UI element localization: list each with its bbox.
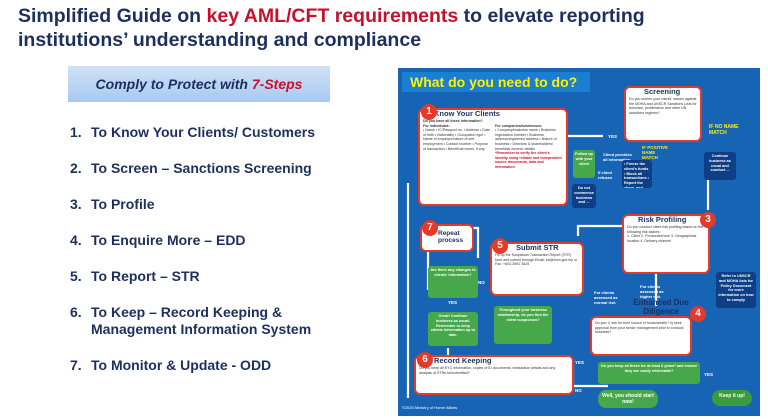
step-text: To Enquire More – EDD bbox=[91, 232, 246, 248]
step-number: 4. bbox=[70, 232, 82, 248]
risk-question: Do you conduct client risk profiling bas… bbox=[627, 225, 704, 234]
six-years-box: Do you keep all these for at least 6 yea… bbox=[598, 362, 700, 384]
yes-label: YES bbox=[448, 300, 458, 305]
client-provides-label: Client provides all information bbox=[603, 152, 632, 162]
kyc-heading: Know Your Clients bbox=[434, 109, 500, 118]
flowchart-title: What do you need to do? bbox=[402, 72, 590, 92]
banner-text: Comply to Protect with bbox=[95, 76, 248, 92]
step-badge-4: 4 bbox=[690, 306, 706, 322]
positive-match-label: IF POSITIVE NAME MATCH bbox=[642, 145, 669, 160]
step-number: 1. bbox=[70, 124, 82, 140]
steps-list: 1. To Know Your Clients/ Customers 2. To S… bbox=[70, 124, 360, 374]
step-badge-3: 3 bbox=[700, 212, 716, 228]
client-refuses-label: If client refuses bbox=[598, 170, 613, 180]
start-now-pill: Well, you should start now! bbox=[598, 390, 658, 408]
do-not-commence-box: Do not commence business and ... bbox=[572, 184, 596, 208]
step-item: 6. To Keep – Record Keeping & Management … bbox=[70, 304, 360, 338]
kyc-question: Do you have all these information? bbox=[423, 119, 483, 123]
step-item: 7. To Monitor & Update - ODD bbox=[70, 357, 360, 374]
footer-credit: ©2020 Ministry of Home Affairs bbox=[402, 405, 458, 410]
kyc-business-heading: For companies/businesses: bbox=[495, 123, 543, 128]
step-number: 5. bbox=[70, 268, 82, 284]
record-heading: Record Keeping bbox=[434, 356, 492, 365]
step-text: To Keep – Record Keeping & Management In… bbox=[91, 304, 312, 337]
step-text: To Monitor & Update - ODD bbox=[91, 357, 272, 373]
keep-it-up-pill: Keep it up! bbox=[712, 390, 752, 406]
edd-heading: Enhanced Due Diligence bbox=[633, 298, 689, 316]
step-text: To Profile bbox=[91, 196, 155, 212]
throughout-question-box: Throughout your business relationship, d… bbox=[494, 306, 552, 344]
step-number: 6. bbox=[70, 304, 82, 320]
no-label: NO bbox=[575, 388, 582, 393]
great-continue-box: Great! Continue business as usual. Remem… bbox=[428, 312, 478, 346]
step-badge-5: 5 bbox=[492, 238, 508, 254]
step-item: 2. To Screen – Sanctions Screening bbox=[70, 160, 360, 177]
normal-risk-label: For clients assessed as normal risk bbox=[594, 290, 618, 305]
step-text: To Screen – Sanctions Screening bbox=[91, 160, 312, 176]
yes-label: YES bbox=[575, 360, 585, 365]
str-body: Fill up the Suspicious Transaction Repor… bbox=[495, 253, 578, 267]
repeat-heading: Repeat process bbox=[438, 230, 463, 244]
kyc-individuals-list: • Name • IC/Passport no. • Address • Dat… bbox=[423, 128, 490, 151]
changes-question-box: Are there any changes to clients' inform… bbox=[428, 266, 478, 298]
refer-policy-box: Refer to UNSCR and MOHA lists for Policy… bbox=[716, 272, 756, 308]
step-number: 2. bbox=[70, 160, 82, 176]
title-highlight: key AML/CFT requirements bbox=[206, 5, 459, 27]
step-text: To Report – STR bbox=[91, 268, 200, 284]
kyc-note: *Remember to verify the client's identit… bbox=[495, 151, 562, 169]
screening-question: Do you screen your clients' names agains… bbox=[629, 97, 697, 115]
screening-box: Screening Do you screen your clients' na… bbox=[624, 86, 702, 142]
kyc-individuals-heading: For individuals: bbox=[423, 123, 450, 128]
title-text-post: to elevate reporting institutions’ under… bbox=[18, 5, 645, 51]
step-number: 3. bbox=[70, 196, 82, 212]
step-number: 7. bbox=[70, 357, 82, 373]
record-keeping-box: Record Keeping Do you keep all KYC infor… bbox=[414, 355, 574, 395]
screening-heading: Screening bbox=[644, 87, 681, 96]
follow-up-box: Follow up with your client bbox=[573, 150, 595, 178]
step-badge-1: 1 bbox=[421, 104, 437, 120]
no-label: NO bbox=[478, 280, 485, 285]
banner-highlight: 7-Steps bbox=[251, 76, 303, 92]
steps-banner: Comply to Protect with 7-Steps bbox=[68, 66, 330, 102]
continue-business-box: Continue business as usual and conduct .… bbox=[704, 152, 736, 180]
page-title: Simplified Guide on key AML/CFT requirem… bbox=[18, 4, 758, 52]
no-match-label: IF NO NAME MATCH bbox=[709, 124, 739, 136]
risk-heading: Risk Profiling bbox=[638, 215, 687, 224]
freeze-actions-box: • Freeze the client's funds • Block all … bbox=[622, 160, 652, 188]
record-question: Do you keep all KYC information, copies … bbox=[419, 366, 556, 375]
yes-label: YES bbox=[704, 372, 714, 377]
step-item: 3. To Profile bbox=[70, 196, 360, 213]
step-item: 4. To Enquire More – EDD bbox=[70, 232, 360, 249]
step-badge-7: 7 bbox=[422, 220, 438, 236]
connector-risk-str bbox=[576, 224, 622, 236]
kyc-business-list: • Company/business name • Business regis… bbox=[495, 128, 557, 151]
risk-profiling-box: Risk Profiling Do you conduct client ris… bbox=[622, 214, 710, 274]
edd-box: Do you: i) ask for their source of funds… bbox=[590, 316, 692, 356]
risk-factors: 1. Client 2. Product/service 3. Geograph… bbox=[627, 234, 697, 243]
str-heading: Submit STR bbox=[516, 243, 559, 252]
repeat-process-box: Repeat process bbox=[420, 224, 474, 252]
kyc-box: Know Your Clients Do you have all these … bbox=[418, 108, 568, 206]
edd-question: Do you: i) ask for their source of funds… bbox=[595, 321, 684, 335]
title-text-pre: Simplified Guide on bbox=[18, 5, 207, 27]
step-badge-6: 6 bbox=[417, 352, 433, 368]
step-item: 1. To Know Your Clients/ Customers bbox=[70, 124, 360, 141]
step-text: To Know Your Clients/ Customers bbox=[91, 124, 316, 140]
yes-label: YES bbox=[608, 134, 618, 139]
step-item: 5. To Report – STR bbox=[70, 268, 360, 285]
higher-risk-label: For clients assessed as higher risk bbox=[640, 284, 664, 299]
